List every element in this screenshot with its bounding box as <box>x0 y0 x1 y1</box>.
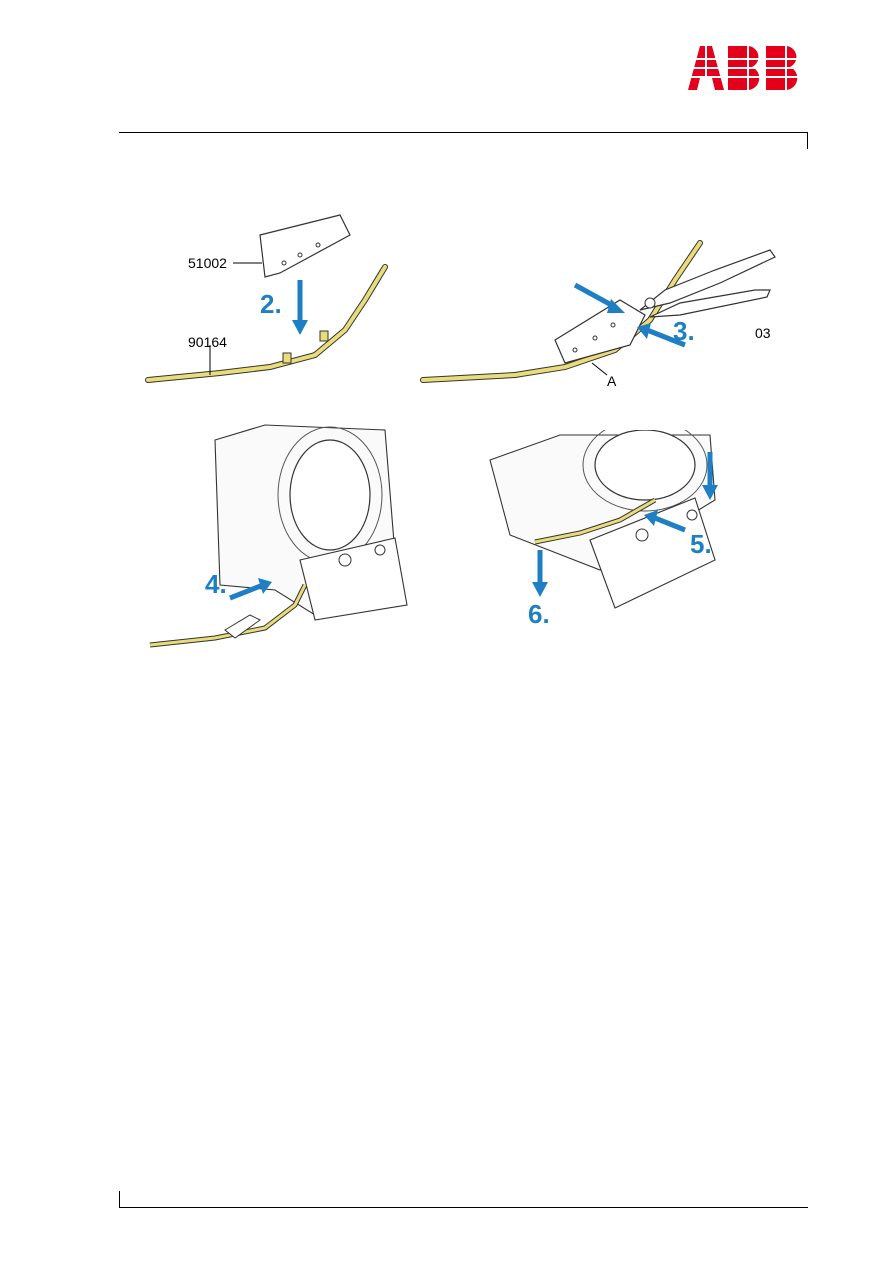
figure-step-5-6: 5. 6. <box>480 430 740 630</box>
header-rule <box>119 132 808 133</box>
step-2: 2. <box>260 289 282 319</box>
label-point: A <box>607 373 617 389</box>
figure-step-2: 51002 2. 90164 <box>140 205 400 395</box>
label-strip: 90164 <box>188 334 227 350</box>
step-3: 3. <box>673 316 695 346</box>
step-5: 5. <box>690 529 712 559</box>
label-tool: 03 <box>755 325 771 341</box>
figure-step-3: 3. A 03 <box>415 235 785 395</box>
step-4: 4. <box>205 569 227 599</box>
abb-logo <box>686 44 810 92</box>
footer-rule-tick <box>119 1191 120 1208</box>
figure-step-4: 4. <box>145 420 415 655</box>
header-rule-tick <box>807 132 808 149</box>
step-6: 6. <box>528 599 550 629</box>
label-part: 51002 <box>188 255 227 271</box>
footer-rule <box>119 1207 808 1208</box>
